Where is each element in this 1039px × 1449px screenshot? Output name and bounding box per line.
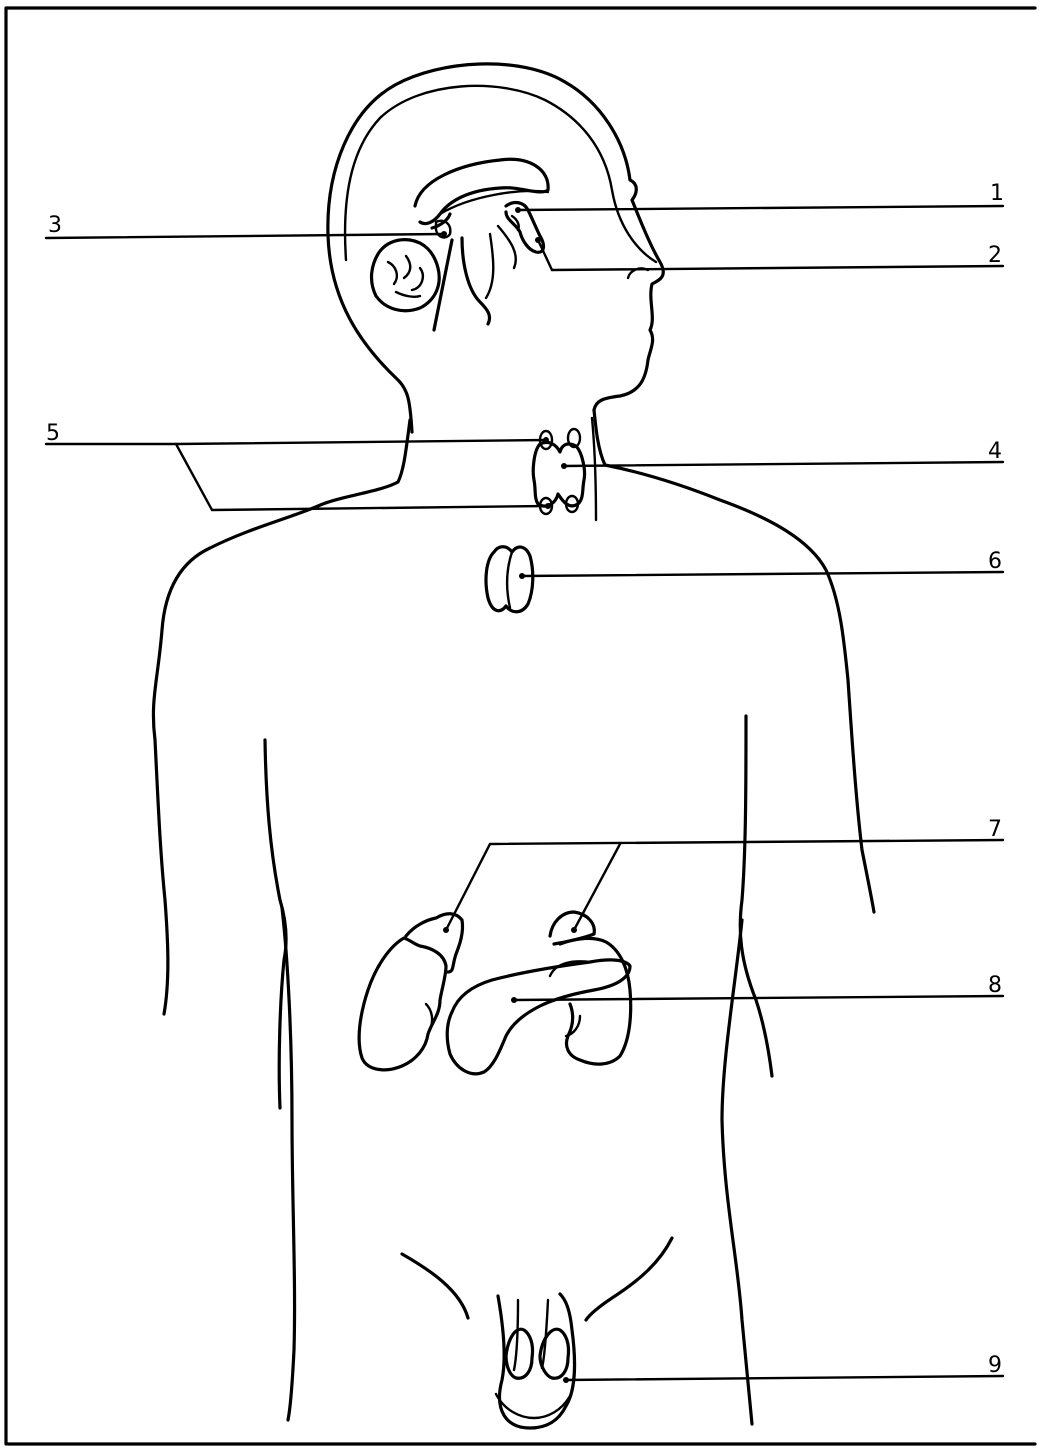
label-1: 1 <box>990 181 1004 206</box>
label-5: 5 <box>46 421 60 446</box>
leader-line-4 <box>564 462 1003 466</box>
leader-line-2 <box>538 240 1003 270</box>
brain-structures <box>372 159 648 330</box>
label-4-dot <box>561 463 567 469</box>
label-8: 8 <box>988 973 1002 998</box>
label-4: 4 <box>988 439 1002 464</box>
label-5-dot-lower <box>545 503 551 509</box>
thymus <box>486 547 533 612</box>
leader-line-5 <box>46 444 548 510</box>
label-2: 2 <box>988 243 1002 268</box>
label-9: 9 <box>988 1353 1002 1378</box>
diagram-frame <box>6 8 1035 1444</box>
label-1-dot <box>515 207 521 213</box>
label-2-dot <box>535 237 541 243</box>
kidneys-adrenals <box>359 912 631 1074</box>
label-3: 3 <box>48 213 62 238</box>
label-3-dot <box>441 231 447 237</box>
leader-line-7b <box>574 844 620 930</box>
labels: 1 2 3 4 5 6 7 8 9 <box>46 181 1004 1378</box>
leader-line-5b <box>176 440 546 444</box>
label-7-dot-right <box>571 927 577 933</box>
label-5-dot-upper <box>543 437 549 443</box>
label-6: 6 <box>988 549 1002 574</box>
testes <box>496 1329 570 1418</box>
leader-line-3 <box>46 234 444 238</box>
leader-line-9 <box>566 1376 1003 1380</box>
leader-line-8 <box>514 996 1003 1000</box>
leader-lines <box>46 206 1003 1383</box>
label-8-dot <box>511 997 517 1003</box>
leader-line-7 <box>446 840 1003 930</box>
label-7-dot-left <box>443 927 449 933</box>
thyroid-parathyroid <box>533 429 584 514</box>
leader-line-1 <box>518 206 1003 210</box>
leader-line-6 <box>522 572 1003 576</box>
label-6-dot <box>519 573 525 579</box>
label-9-dot <box>563 1377 569 1383</box>
label-7: 7 <box>988 817 1002 842</box>
